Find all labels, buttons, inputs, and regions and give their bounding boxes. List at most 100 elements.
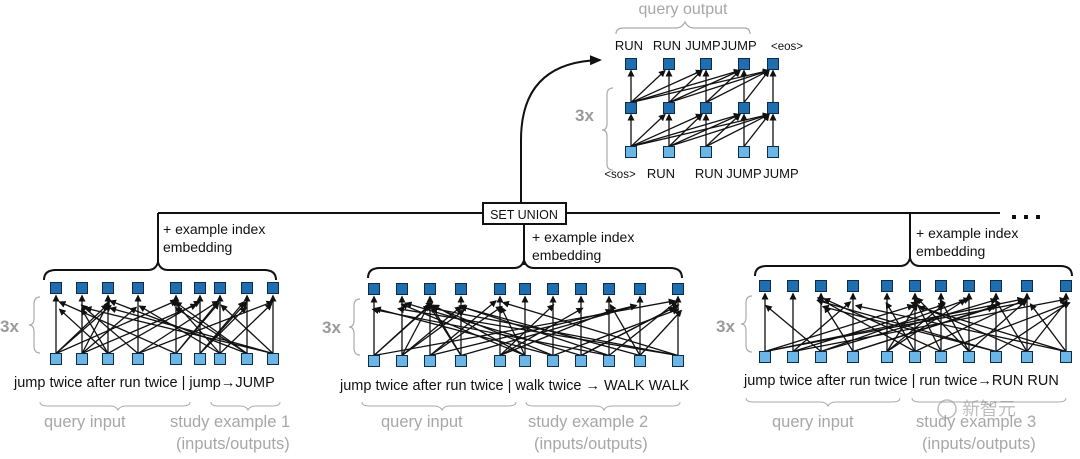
decoder-output-token: <eos> bbox=[771, 41, 803, 53]
encoder-edge bbox=[401, 302, 431, 356]
encoder-output-node bbox=[102, 282, 114, 294]
encoder-2-query-label: query input bbox=[381, 413, 463, 431]
encoder-2-edges bbox=[370, 295, 683, 357]
encoder-edge bbox=[84, 306, 274, 355]
encoder-input-node bbox=[963, 351, 975, 363]
encoder-input-node bbox=[519, 355, 531, 367]
decoder-hidden-node bbox=[767, 102, 779, 114]
encoder-1-nodes bbox=[50, 282, 279, 365]
encoder-1-layers-label: 3x bbox=[0, 317, 19, 336]
encoder-edge bbox=[1029, 303, 1067, 352]
encoder-output-node bbox=[963, 280, 975, 292]
encoder-input-node bbox=[102, 353, 114, 365]
encoder-edge bbox=[81, 300, 110, 354]
encoder-edge bbox=[107, 300, 201, 355]
encoder-output-node bbox=[847, 280, 859, 292]
encoder-input-node bbox=[935, 351, 947, 363]
encoder-output-node bbox=[547, 283, 559, 295]
encoder-edge bbox=[58, 301, 177, 355]
encoder-1-embedding-label-1: + example index bbox=[163, 221, 265, 237]
encoder-2-layers-label: 3x bbox=[322, 318, 341, 337]
encoder-edge bbox=[373, 298, 676, 357]
decoder-edge bbox=[668, 69, 741, 104]
encoder-edge bbox=[852, 303, 999, 353]
decoder-layers-brace bbox=[601, 87, 614, 171]
encoder-3-embedding-label-2: embedding bbox=[916, 243, 985, 259]
encoder-output-node bbox=[672, 283, 684, 295]
encoder-output-node bbox=[519, 283, 531, 295]
decoder-edge bbox=[743, 113, 770, 147]
decoder-input-token: JUMP bbox=[763, 166, 798, 181]
encoder-output-node bbox=[368, 283, 380, 295]
encoder-2-embedding-label-2: embedding bbox=[532, 247, 601, 263]
encoder-1-sequence-text: jump twice after run twice | jump→JUMP bbox=[13, 375, 275, 391]
encoder-input-node bbox=[76, 353, 88, 365]
encoder-3-query-label: query input bbox=[772, 413, 854, 431]
encoder-edge bbox=[430, 305, 679, 357]
decoder-output-token: RUN bbox=[653, 38, 681, 53]
encoder-edge bbox=[174, 307, 248, 355]
decoder-edge bbox=[705, 113, 770, 148]
dot bbox=[1012, 215, 1016, 219]
encoder-output-node bbox=[132, 282, 144, 294]
encoder-input-node bbox=[494, 355, 506, 367]
encoder-output-node bbox=[214, 282, 226, 294]
union-to-decoder-arrow bbox=[520, 55, 602, 203]
decoder-edge bbox=[668, 112, 770, 148]
encoder-1-study-label-1: study example 1 bbox=[170, 413, 290, 431]
encoder-edge bbox=[429, 300, 497, 357]
encoder-input-node bbox=[424, 355, 436, 367]
encoder-output-node bbox=[455, 283, 467, 295]
decoder-edge bbox=[630, 113, 703, 148]
decoder-output-token: JUMP bbox=[721, 38, 756, 53]
encoder-input-node bbox=[455, 355, 467, 367]
encoder-edge bbox=[431, 305, 462, 356]
query-output-brace bbox=[615, 20, 751, 35]
encoder-3: + example index embedding 3x jump twice … bbox=[716, 213, 1073, 453]
encoder-output-node bbox=[494, 283, 506, 295]
encoder-input-node bbox=[815, 351, 827, 363]
encoder-output-node bbox=[634, 283, 646, 295]
encoder-edge bbox=[58, 308, 109, 354]
encoder-3-study-brace bbox=[911, 397, 1067, 408]
encoder-3-nodes bbox=[759, 280, 1072, 363]
decoder-input-node bbox=[738, 146, 750, 158]
encoder-edge bbox=[425, 302, 554, 357]
watermark-text: 新智元 bbox=[962, 399, 1016, 419]
encoder-input-node bbox=[881, 351, 893, 363]
encoder-edge bbox=[81, 306, 138, 354]
encoder-1-query-brace bbox=[39, 401, 191, 412]
encoder-output-node bbox=[603, 283, 615, 295]
encoder-edge bbox=[824, 305, 854, 352]
encoder-edge bbox=[499, 307, 584, 357]
encoder-2: + example index embedding 3x jump twice … bbox=[322, 224, 690, 453]
encoder-input-node bbox=[1021, 351, 1033, 363]
encoder-edge bbox=[501, 300, 679, 357]
encoder-output-node bbox=[194, 282, 206, 294]
decoder-output-token: JUMP bbox=[685, 38, 720, 53]
decoder-hidden-node bbox=[663, 102, 675, 114]
encoder-networks: + example index embedding 3x jump twice … bbox=[0, 213, 1073, 453]
dot bbox=[1036, 215, 1040, 219]
encoder-output-node bbox=[759, 280, 771, 292]
encoder-input-node bbox=[194, 353, 206, 365]
decoder-input-token: <sos> bbox=[604, 169, 636, 181]
encoder-edge bbox=[820, 298, 998, 353]
decoder-input-token: JUMP bbox=[726, 166, 761, 181]
decoder-edge bbox=[705, 69, 770, 104]
encoder-edge bbox=[199, 300, 245, 354]
decoder-output-node bbox=[700, 58, 712, 70]
encoder-edge bbox=[371, 307, 610, 357]
encoder-edge bbox=[914, 298, 1027, 353]
encoder-output-node bbox=[267, 282, 279, 294]
encoder-2-study-label-1: study example 2 bbox=[528, 413, 648, 431]
encoder-input-node bbox=[368, 355, 380, 367]
encoder-2-study-brace bbox=[525, 401, 681, 412]
decoder-edge bbox=[668, 68, 770, 104]
encoder-input-node bbox=[214, 353, 226, 365]
encoder-edge bbox=[816, 297, 916, 353]
encoder-2-nodes bbox=[368, 283, 684, 367]
encoder-edge bbox=[639, 309, 683, 356]
encoder-2-query-brace bbox=[361, 401, 517, 412]
